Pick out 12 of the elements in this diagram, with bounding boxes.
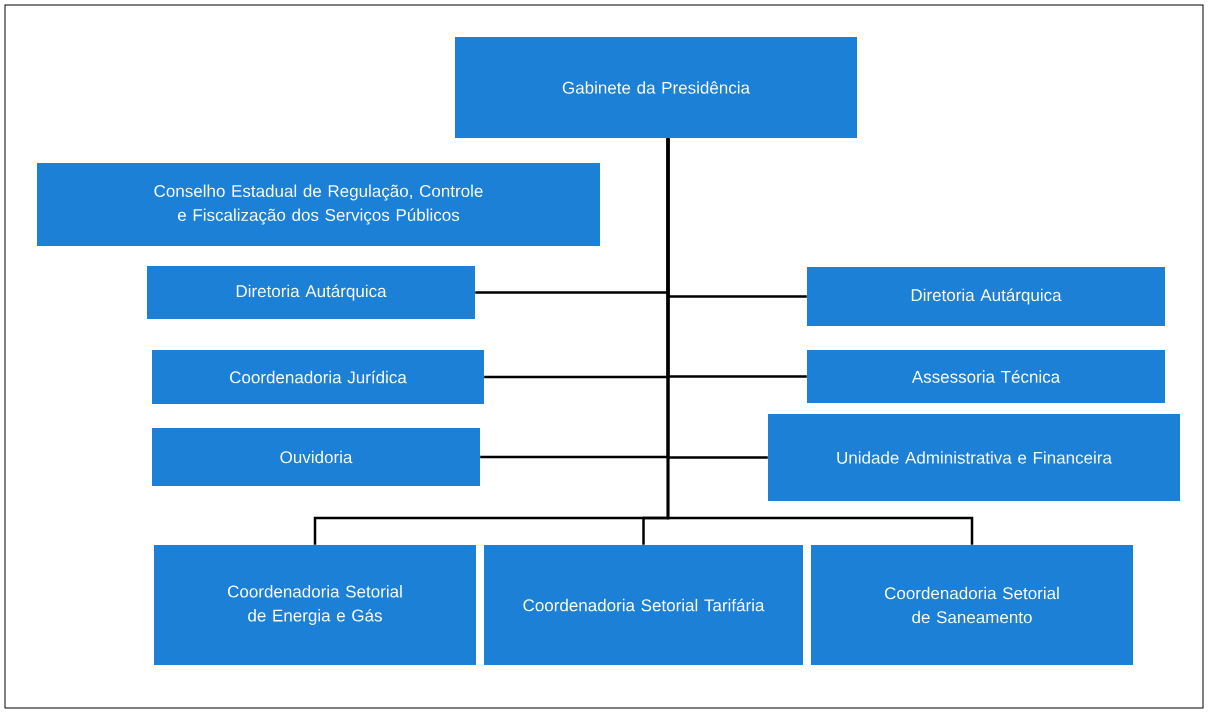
unit-box: Diretoria Autárquica <box>807 267 1165 326</box>
unit-box: Ouvidoria <box>152 428 480 486</box>
unit-box: Unidade Administrativa e Financeira <box>768 414 1180 501</box>
unit-box: Gabinete da Presidência <box>455 37 857 138</box>
connector-line <box>666 138 974 545</box>
unit-box: Assessoria Técnica <box>807 350 1165 403</box>
unit-box: Coordenadoria Setorial de Saneamento <box>811 545 1133 665</box>
unit-box: Diretoria Autárquica <box>147 266 475 319</box>
unit-box: Conselho Estadual de Regulação, Controle e Fiscalização dos Serviços Públicos <box>37 163 600 246</box>
unit-box: Coordenadoria Setorial Tarifária <box>484 545 803 665</box>
unit-box: Coordenadoria Setorial de Energia e Gás <box>154 545 476 665</box>
unit-box: Coordenadoria Jurídica <box>152 350 484 404</box>
